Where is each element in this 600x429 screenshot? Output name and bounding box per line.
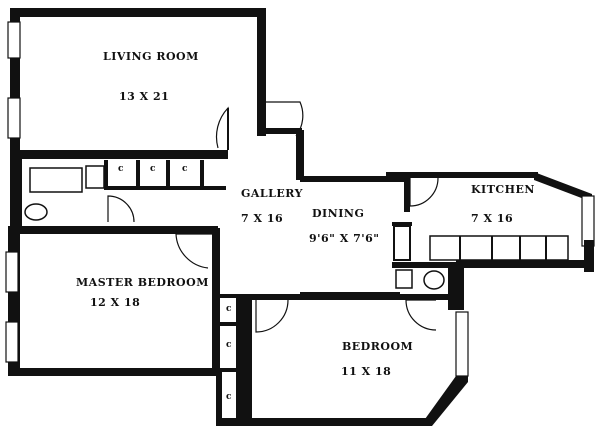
living-room-bottom-wall [18, 150, 228, 159]
gallery-upper-wall [266, 128, 302, 134]
closet-left-wall [216, 370, 222, 426]
dining-wall-block [386, 172, 408, 182]
bath2-top-wall [392, 262, 456, 268]
living-room-label: LIVING ROOM [103, 50, 199, 63]
gallery-label: GALLERY [241, 187, 303, 200]
door-swing [255, 299, 289, 333]
closet-divider [166, 160, 170, 190]
bedroom-label: BEDROOM [342, 340, 414, 353]
kitchen-left-wall [404, 172, 410, 212]
window [581, 195, 595, 247]
bedroom-bottom-wall [216, 418, 432, 426]
kitchen-bottom-wall [456, 260, 590, 268]
closet-mark: c [150, 164, 156, 174]
kitchen-right-wall [584, 240, 594, 272]
door-swing [409, 177, 439, 207]
closet-mark: c [226, 392, 232, 402]
dining-top-wall [300, 176, 408, 182]
bedroom-dims: 11 X 18 [341, 365, 392, 378]
master-bedroom-label: MASTER BEDROOM [76, 276, 209, 289]
dining-counter [392, 222, 412, 226]
window [455, 311, 469, 377]
master-right-wall [212, 228, 220, 376]
closet-wall [216, 322, 246, 326]
closet-divider [104, 160, 108, 190]
bath2-right-wall [448, 262, 464, 310]
window [5, 321, 19, 363]
kitchen-angled-wall [534, 172, 592, 202]
closet-mark: c [226, 304, 232, 314]
toilet [24, 203, 48, 221]
closet-wall [216, 368, 246, 372]
master-top-wall [18, 226, 218, 234]
master-bottom-wall [8, 368, 220, 376]
closet-divider [200, 160, 204, 190]
dining-dims: 9'6" X 7'6" [309, 232, 380, 245]
kitchen-dims: 7 X 16 [471, 212, 514, 225]
closet-bottom-wall [104, 186, 226, 190]
living-room-dims: 13 X 21 [119, 90, 170, 103]
gallery-right-wall [296, 130, 304, 180]
master-bedroom-dims: 12 X 18 [90, 296, 141, 309]
door-swing [405, 299, 437, 331]
door-swing [215, 106, 229, 150]
closet-mark: c [118, 164, 124, 174]
closet-divider [136, 160, 140, 190]
closet-wall [216, 294, 246, 298]
window [7, 97, 21, 139]
door-swing [107, 195, 135, 223]
bedroom-top-wall [244, 294, 458, 300]
dining-label: DINING [312, 207, 365, 220]
bedroom-angled-wall [420, 376, 468, 426]
bedroom-left-wall [244, 294, 252, 424]
closet-mark: c [226, 340, 232, 350]
living-room-left-wall [10, 8, 20, 160]
window [7, 21, 21, 59]
gallery-dims: 7 X 16 [241, 212, 284, 225]
living-room-top-wall [10, 8, 266, 17]
bath-left-wall [10, 150, 22, 230]
closet-mark: c [182, 164, 188, 174]
window [5, 251, 19, 293]
closet-right-wall [236, 296, 244, 426]
sink [395, 269, 413, 289]
toilet [423, 270, 445, 290]
living-room-right-wall [257, 8, 266, 136]
door-swing [175, 233, 212, 269]
kitchen-label: KITCHEN [471, 183, 535, 196]
dining-cabinet [393, 225, 411, 261]
bathtub [29, 167, 83, 193]
sink [85, 165, 105, 189]
kitchen-top-wall [404, 172, 538, 178]
kitchen-counter [429, 235, 569, 261]
